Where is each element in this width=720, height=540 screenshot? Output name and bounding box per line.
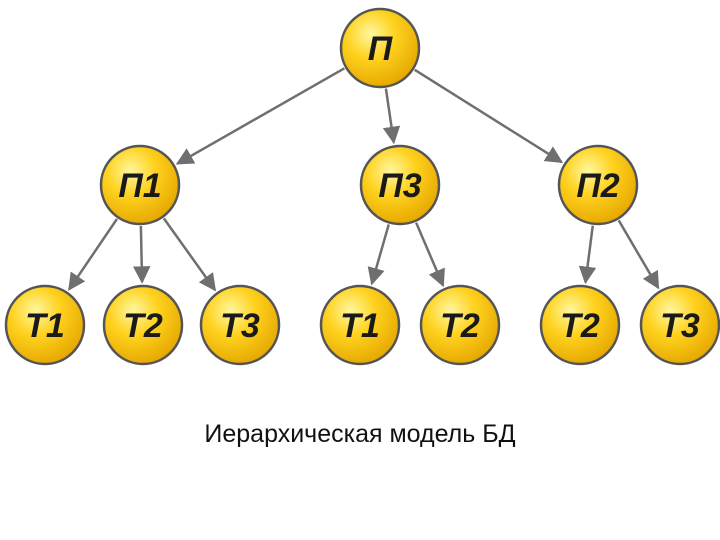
node-p1-t2: Т2 [102, 284, 184, 366]
node-circle [4, 284, 86, 366]
node-label: П1 [118, 167, 161, 205]
edge-p2-to-p2-t3 [617, 219, 660, 290]
node-circle [359, 144, 441, 226]
node-circle [99, 144, 181, 226]
node-label: Т1 [25, 307, 65, 345]
edge-p2-to-p2-t2 [578, 225, 597, 285]
node-label: Т2 [123, 307, 163, 345]
edge-p1-to-p1-t1 [68, 218, 119, 291]
edge-root-to-p2 [414, 68, 564, 164]
node-root: П [339, 7, 421, 89]
edge-p3-to-p3-t2 [415, 222, 445, 288]
node-p2-t3: Т3 [639, 284, 720, 366]
node-circle [419, 284, 501, 366]
node-p3: П3 [359, 144, 441, 226]
node-circle [339, 7, 421, 89]
diagram-caption: Иерархическая модель БД [204, 420, 516, 448]
node-p1-t3: Т3 [199, 284, 281, 366]
node-p3-t1: Т1 [319, 284, 401, 366]
node-label: Т3 [660, 307, 700, 345]
node-p2: П2 [557, 144, 639, 226]
node-circle [199, 284, 281, 366]
node-circle [102, 284, 184, 366]
node-label: Т1 [340, 307, 380, 345]
node-label: П2 [576, 167, 619, 205]
edge-p1-to-p1-t2 [132, 225, 151, 284]
node-circle [539, 284, 621, 366]
node-circle [319, 284, 401, 366]
node-label: Т3 [220, 307, 260, 345]
node-circle [639, 284, 720, 366]
edge-p1-to-p1-t3 [162, 217, 217, 292]
node-label: Т2 [440, 307, 480, 345]
node-circle [557, 144, 639, 226]
node-label: П3 [378, 167, 421, 205]
node-label: Т2 [560, 307, 600, 345]
node-label: П [368, 30, 394, 68]
edge-root-to-p1 [175, 67, 346, 165]
node-p1-t1: Т1 [4, 284, 86, 366]
edge-p3-to-p3-t1 [367, 224, 390, 286]
node-p1: П1 [99, 144, 181, 226]
edge-root-to-p3 [382, 88, 401, 145]
edges-layer [68, 67, 660, 292]
node-p2-t2: Т2 [539, 284, 621, 366]
node-p3-t2: Т2 [419, 284, 501, 366]
